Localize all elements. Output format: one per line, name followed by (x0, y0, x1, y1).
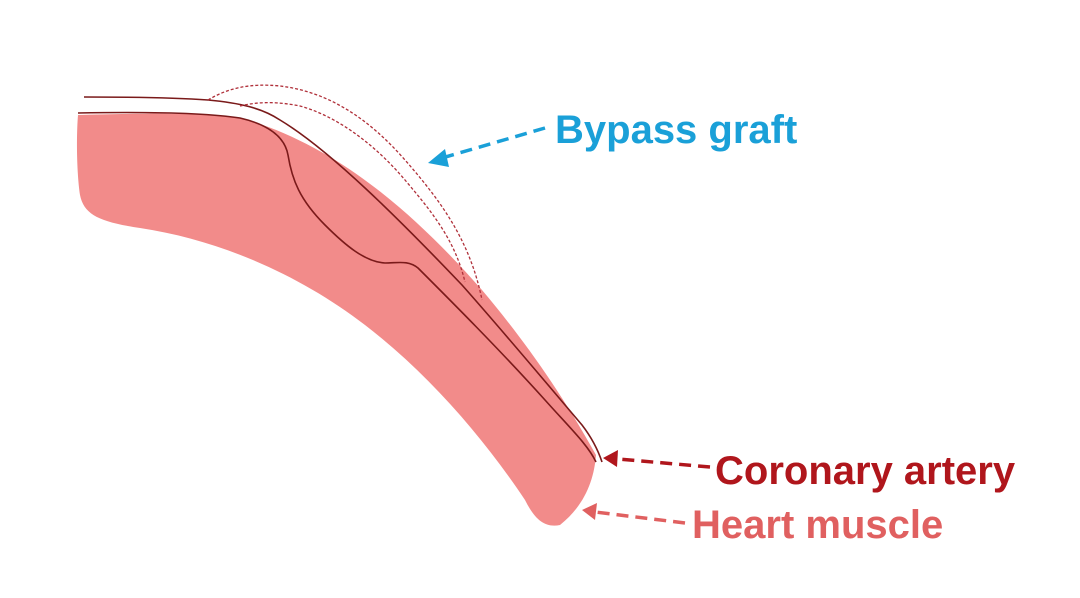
heart-muscle-arrowhead (582, 503, 597, 520)
coronary-artery-arrowhead (603, 450, 618, 467)
bypass-graft-arrow-line (441, 126, 546, 160)
bypass-graft-outer-wall (207, 84, 483, 301)
bypass-graft-arrowhead (428, 149, 449, 167)
bypass-graft-label: Bypass graft (555, 108, 797, 152)
heart-muscle-shape (76, 113, 597, 526)
heart-muscle-arrow-line (594, 510, 686, 525)
coronary-artery-label: Coronary artery (715, 449, 1016, 493)
heart-muscle-label: Heart muscle (692, 503, 943, 547)
coronary-artery-outer-wall (83, 96, 603, 463)
coronary-artery-inner-wall (77, 111, 597, 463)
coronary-artery-arrow-line (617, 457, 711, 469)
bypass-graft-inner-wall (239, 101, 466, 283)
